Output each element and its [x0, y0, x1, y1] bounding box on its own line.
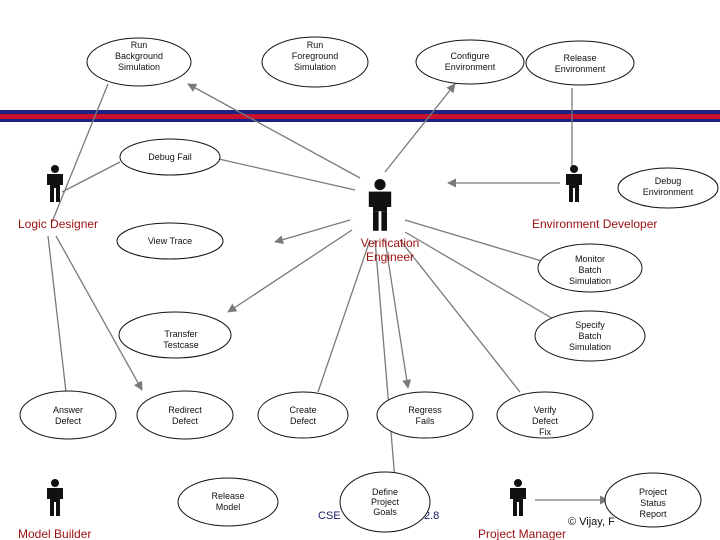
- line-verif-run-foreground: [187, 83, 361, 179]
- line-verif-specify-batch: [404, 231, 556, 321]
- use-case-view-trace[interactable]: View Trace: [116, 222, 224, 260]
- line-verif-regress-fails: [384, 239, 412, 389]
- header-bands: [0, 110, 720, 122]
- line-verif-transfer-testcase: [227, 229, 353, 313]
- footer-copyright: © Vijay, F: [568, 516, 615, 528]
- actor-label: Model Builder: [18, 527, 91, 540]
- use-case-label: Debug Fail: [148, 152, 192, 162]
- line-verif-debug-fail: [209, 154, 356, 191]
- line-logic-answer-defect: [47, 235, 67, 393]
- actor-environment-developer: Environment Developer: [532, 165, 657, 231]
- actor-label: Logic Designer: [18, 217, 98, 231]
- line-verif-view-trace: [274, 219, 351, 245]
- use-case-label: View Trace: [148, 236, 192, 246]
- line-logic-debug-fail: [61, 161, 121, 193]
- actor-icon: [566, 165, 582, 202]
- line-logic-run-background: [51, 83, 109, 223]
- actor-icon: [368, 179, 392, 231]
- actor-project-manager: Project Manager: [478, 479, 566, 540]
- actor-model-builder: Model Builder: [18, 479, 91, 540]
- actor-icon: [47, 479, 63, 516]
- use-case-debug-fail[interactable]: Debug Fail: [119, 138, 221, 176]
- footer-course: CSE: [318, 510, 341, 522]
- line-verif-configure-env: [384, 83, 456, 173]
- actor-label: Project Manager: [478, 527, 566, 540]
- line-verif-monitor-batch: [404, 219, 546, 263]
- line-verif-verify-defect: [399, 239, 521, 393]
- line-verif-create-defect: [317, 239, 371, 393]
- line-verif-define-goals: [374, 239, 396, 481]
- actor-label: Environment Developer: [532, 217, 657, 231]
- line-logic-redirect-defect: [55, 235, 143, 391]
- actor-icon: [510, 479, 526, 516]
- actor-logic-designer: Logic Designer: [18, 165, 98, 231]
- association-lines: [47, 83, 609, 505]
- actor-icon: [47, 165, 63, 202]
- footer-slide-number: 2.8: [424, 510, 439, 522]
